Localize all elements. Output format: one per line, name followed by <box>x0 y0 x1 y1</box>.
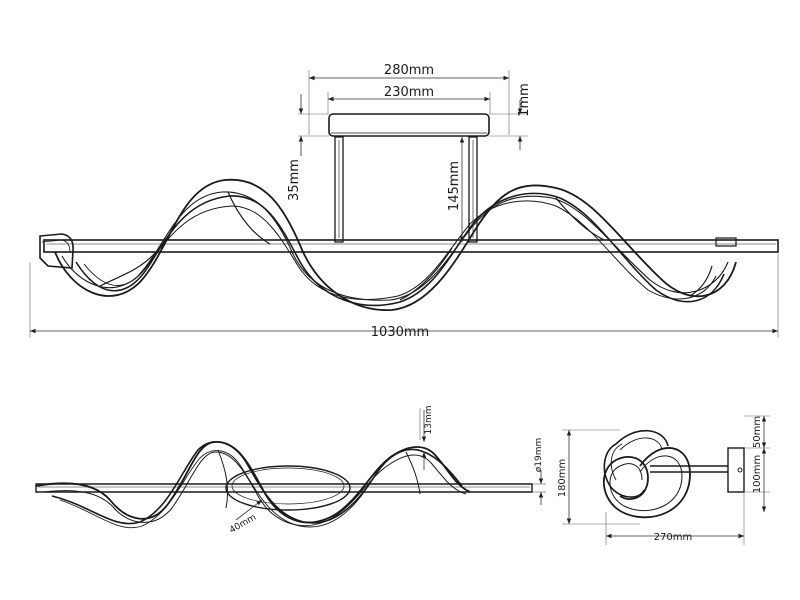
straight-bar <box>43 239 779 253</box>
dim-overall-length: 1030mm <box>29 254 779 340</box>
label-top-inner-width: 230mm <box>384 85 434 100</box>
dim-top-inner-width: 230mm <box>327 85 491 114</box>
label-top-width: 280mm <box>384 63 434 78</box>
side-view: 180mm 50mm 100mm 270mm <box>557 415 770 545</box>
label-plate-height: 35mm <box>287 159 302 201</box>
dim-plate-thickness: 1mm <box>489 83 532 150</box>
wall-bracket <box>727 447 745 493</box>
dim-top-width: 280mm <box>308 63 510 135</box>
canopy-disc <box>225 465 351 511</box>
spiral-ribbon <box>54 178 737 311</box>
dim-bar-diameter: ø19mm <box>532 438 546 505</box>
label-canopy-offset: 40mm <box>228 513 258 536</box>
dim-side-height: 180mm <box>557 429 640 525</box>
label-side-upper: 50mm <box>752 416 763 448</box>
dim-plate-height: 35mm <box>287 94 329 201</box>
dim-side-lower: 100mm <box>744 448 770 512</box>
front-view: 280mm 230mm 1mm 35mm 145mm <box>29 63 779 340</box>
left-end-cap <box>39 233 74 269</box>
side-spiral <box>602 429 691 519</box>
label-rod-length: 145mm <box>447 161 462 211</box>
label-strip-height: 13mm <box>424 406 434 435</box>
dim-rod-length: 145mm <box>447 137 465 242</box>
dim-canopy-offset: 40mm <box>228 499 263 536</box>
dim-strip-height: 13mm <box>419 406 434 470</box>
perspective-ribbon <box>35 441 471 528</box>
label-plate-thickness: 1mm <box>517 83 532 117</box>
label-side-height: 180mm <box>557 459 568 498</box>
right-end-cap <box>715 237 737 247</box>
label-side-width: 270mm <box>654 532 693 543</box>
canopy-plate <box>328 113 490 137</box>
label-overall-length: 1030mm <box>371 325 429 340</box>
label-bar-diameter: ø19mm <box>534 438 544 473</box>
perspective-view: 13mm ø19mm 40mm <box>35 406 546 536</box>
label-side-lower: 100mm <box>752 455 763 494</box>
dim-side-upper: 50mm <box>744 415 770 449</box>
dim-side-width: 270mm <box>605 492 745 545</box>
suspension-rods <box>334 136 478 243</box>
